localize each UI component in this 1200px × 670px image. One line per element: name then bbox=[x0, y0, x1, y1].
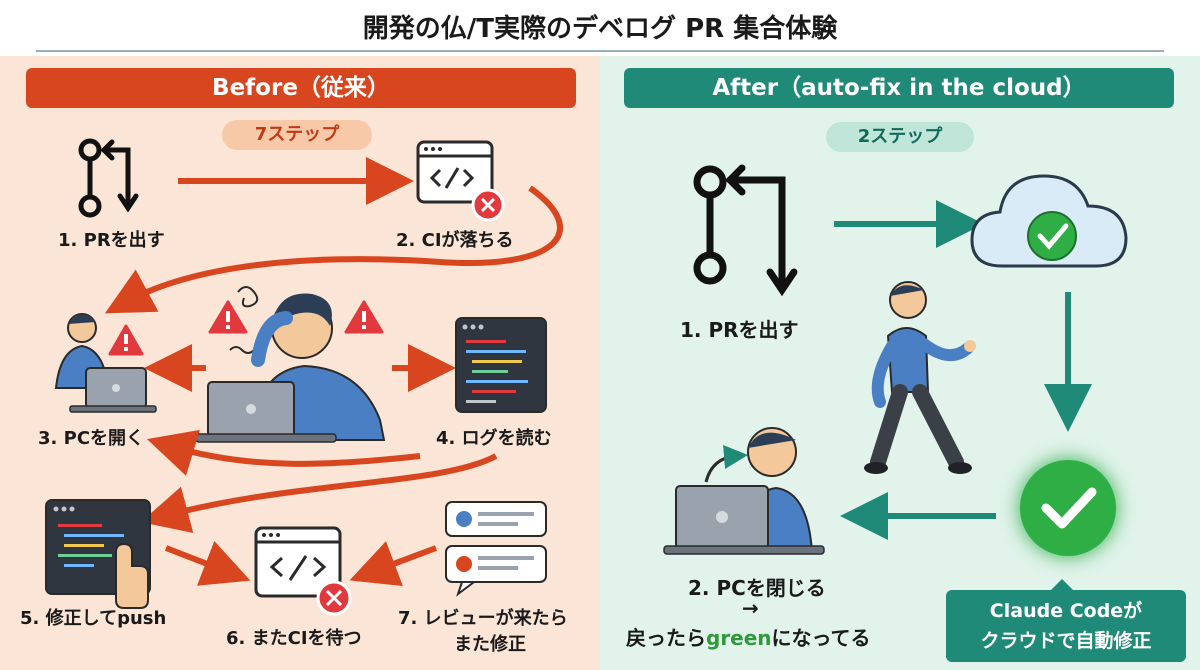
before-banner: Before（従来） bbox=[26, 68, 576, 108]
pointer-hand-icon bbox=[115, 542, 149, 609]
pull-request-icon bbox=[78, 138, 139, 218]
step-label: 2. CIが落ちる bbox=[396, 230, 514, 251]
title-bar: 開発の仏/T実際のデベログ PR 集合体験 bbox=[0, 0, 1200, 52]
flow-arrow bbox=[140, 453, 498, 534]
step-arrow-text: → bbox=[742, 596, 759, 620]
check-icon bbox=[1020, 460, 1116, 556]
step-label: 7. レビューが来たら bbox=[398, 608, 568, 629]
before-steps-pill: 7ステップ bbox=[222, 120, 372, 150]
flow-arrow bbox=[147, 429, 421, 476]
flow-arrow bbox=[349, 541, 438, 587]
walking-person-icon bbox=[864, 281, 976, 474]
page-title: 開発の仏/T実際のデベログ PR 集合体験 bbox=[362, 14, 838, 44]
warning-icon bbox=[108, 324, 144, 356]
callout-line: Claude Codeが bbox=[989, 600, 1143, 622]
code-window-icon bbox=[254, 526, 342, 598]
callout-line: クラウドで自動修正 bbox=[980, 630, 1152, 652]
step-label: 6. またCIを待つ bbox=[226, 628, 362, 649]
callout-pointer bbox=[1051, 579, 1073, 590]
person-at-laptop-icon bbox=[663, 427, 825, 555]
claude-autofix-callout: Claude Codeが クラウドで自動修正 bbox=[946, 579, 1186, 662]
pull-request-icon bbox=[693, 164, 798, 297]
warning-icon bbox=[344, 300, 384, 334]
cloud-icon bbox=[970, 174, 1128, 268]
step-label-part: になってる bbox=[771, 626, 871, 650]
step-label: 1. PRを出す bbox=[680, 318, 799, 342]
log-window-icon bbox=[455, 317, 547, 413]
step-label: 2. PCを閉じる bbox=[688, 576, 826, 600]
error-x-icon bbox=[471, 188, 505, 222]
step-label: 4. ログを読む bbox=[436, 428, 552, 449]
step-label: 戻ったらgreenになってる bbox=[626, 622, 871, 651]
after-banner: After（auto-fix in the cloud） bbox=[624, 68, 1174, 108]
step-label: また修正 bbox=[454, 634, 526, 655]
error-x-icon bbox=[316, 580, 352, 616]
stressed-person-icon bbox=[195, 286, 386, 443]
chat-bubble-icon bbox=[445, 545, 547, 597]
step-label: 3. PCを開く bbox=[38, 428, 145, 449]
green-word: green bbox=[706, 626, 772, 650]
person-at-laptop-icon bbox=[54, 313, 157, 413]
step-label-part: 戻ったら bbox=[626, 626, 706, 650]
warning-icon bbox=[208, 300, 248, 334]
flow-arrow bbox=[104, 185, 563, 314]
flow-arrow bbox=[164, 540, 251, 586]
title-divider bbox=[36, 50, 1164, 52]
step-label: 1. PRを出す bbox=[58, 230, 165, 251]
after-steps-pill: 2ステップ bbox=[826, 122, 974, 152]
step-label: 5. 修正してpush bbox=[20, 608, 167, 629]
chat-bubble-icon bbox=[445, 501, 547, 537]
code-window-icon bbox=[416, 140, 494, 204]
